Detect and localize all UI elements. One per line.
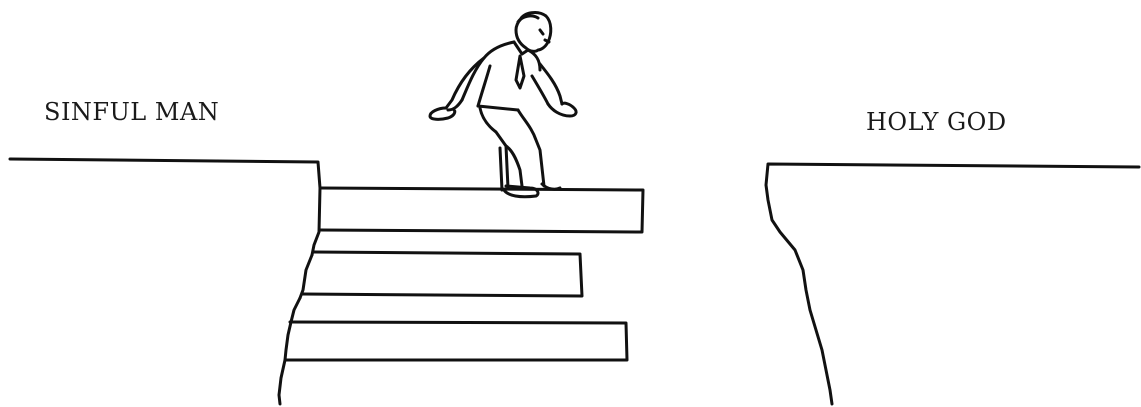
step-second bbox=[302, 252, 582, 296]
step-third bbox=[285, 322, 627, 360]
left-cliff bbox=[10, 159, 320, 404]
right-cliff bbox=[766, 164, 1139, 404]
steps bbox=[285, 188, 643, 360]
man-figure bbox=[430, 13, 576, 197]
step-top bbox=[320, 188, 643, 232]
